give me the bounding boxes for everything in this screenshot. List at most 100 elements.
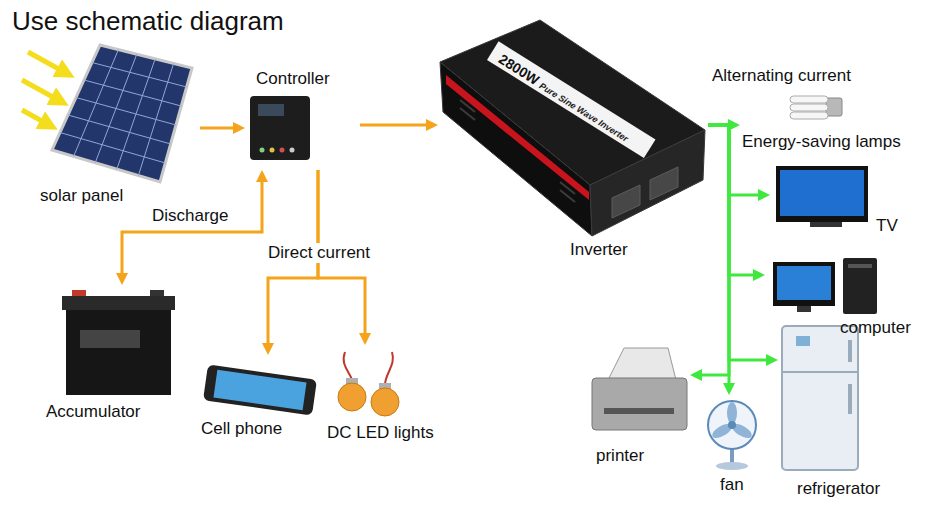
controller-node: Controller [245, 65, 360, 170]
component-label: DC LED lights [327, 423, 434, 443]
drive-bay [848, 264, 872, 268]
inverter-node: Inverter [438, 18, 708, 268]
cell-phone-picture [203, 365, 317, 416]
fridge-body [782, 326, 858, 470]
connector-line [122, 178, 262, 277]
arrowhead [690, 369, 702, 381]
phone-screen [213, 370, 306, 410]
fan-pole [730, 449, 734, 464]
diagram-title: Use schematic diagram [12, 6, 284, 36]
grid-line [60, 133, 165, 164]
tv-frame [776, 166, 868, 222]
printer-node: printer [585, 340, 690, 470]
controller-led [290, 148, 295, 153]
fan-node: fan [700, 395, 762, 500]
tv-node: TV [770, 160, 905, 240]
lamp-tube [790, 112, 828, 119]
connector [116, 170, 268, 285]
component-label: solar panel [40, 186, 123, 206]
lamp-tube [790, 104, 828, 111]
fridge-divider [782, 371, 858, 373]
led-bulb [338, 383, 366, 411]
component-label: TV [876, 216, 898, 236]
arrowhead [723, 383, 735, 395]
tv-stand [810, 222, 842, 227]
arrowhead [256, 170, 268, 182]
fan-hub [728, 421, 736, 429]
connector [690, 125, 729, 381]
component-label: computer [840, 318, 911, 338]
inverter-socket [650, 167, 678, 200]
component-label: printer [596, 446, 644, 466]
connector-line [708, 125, 770, 360]
current-label: Direct current [266, 243, 372, 263]
fridge-handle [848, 384, 852, 414]
printer-paper-tray [608, 348, 676, 380]
arrowhead [116, 273, 128, 285]
inverter-socket [612, 185, 640, 218]
component-label: Cell phone [201, 419, 282, 439]
fan-guard [708, 401, 756, 449]
printer-slot [604, 408, 674, 414]
solar-cell-grid [60, 50, 187, 176]
arrowhead [766, 354, 778, 366]
battery-sticker [80, 330, 140, 348]
printer-body [592, 378, 687, 430]
connector [200, 122, 245, 134]
computer-node: computer [765, 255, 925, 343]
solar-panel-frame [52, 45, 192, 182]
vent [560, 190, 575, 202]
grid-line [84, 80, 181, 106]
connector-line [708, 125, 729, 387]
battery-body [66, 310, 171, 395]
fridge-display [796, 336, 810, 346]
cell-phone-node: Cell phone [195, 355, 325, 445]
energy-saving-lamp-node: Energy-saving lamps [740, 88, 925, 154]
current-label: Alternating current [710, 66, 853, 86]
arrowhead [426, 119, 438, 131]
component-label: Inverter [570, 240, 628, 260]
component-label: Energy-saving lamps [742, 132, 901, 152]
solar-panel-node: solar panel [35, 40, 200, 210]
grid-line [76, 98, 176, 126]
sun-ray [22, 80, 60, 101]
controller-body [250, 96, 310, 160]
computer-tower [843, 258, 877, 314]
sun-ray [22, 110, 49, 125]
battery-lid [62, 296, 175, 310]
fan-base [716, 462, 748, 470]
connector [360, 119, 438, 131]
lamp-tube [790, 96, 828, 103]
component-label: Controller [256, 69, 330, 89]
controller-display [258, 104, 284, 116]
led-bulb [371, 388, 399, 416]
monitor-stand [797, 306, 811, 312]
refrigerator-node: refrigerator [778, 322, 898, 504]
wire [344, 352, 352, 380]
wire [385, 352, 393, 384]
controller-led [270, 148, 275, 153]
sun-ray [28, 52, 66, 73]
controller-led [260, 148, 265, 153]
inverter-label-plate [487, 41, 656, 158]
connector-line [360, 124, 430, 127]
arrowhead [262, 343, 274, 355]
controller-led [280, 148, 285, 153]
component-label: refrigerator [797, 479, 880, 499]
inverter-vents [460, 100, 575, 202]
arrowhead [359, 333, 371, 345]
vent [460, 108, 475, 120]
component-label: Accumulator [46, 402, 140, 422]
connector [708, 125, 735, 395]
connector-line [200, 127, 237, 130]
connector-line [698, 125, 729, 375]
arrowhead [753, 269, 765, 281]
arrowhead [758, 189, 770, 201]
connector [708, 125, 778, 366]
arrowhead [233, 122, 245, 134]
accumulator-node: Accumulator [40, 285, 180, 430]
fridge-handle [848, 340, 852, 362]
grid-line [92, 63, 187, 88]
phone-body [203, 365, 317, 416]
